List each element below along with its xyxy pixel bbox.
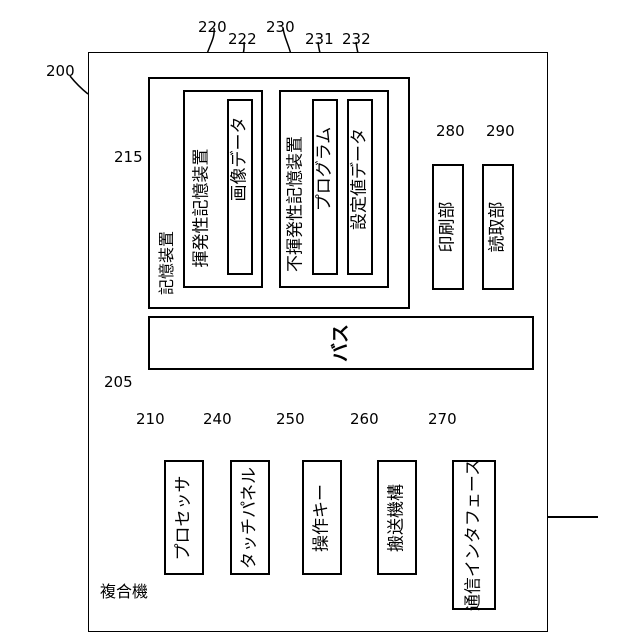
ref-250: 250 (276, 412, 305, 427)
bus-label: バス (332, 324, 351, 362)
transport-label: 搬送機構 (389, 484, 406, 552)
reader-label: 読取部 (490, 202, 507, 253)
operation-keys-box: 操作キー (302, 460, 342, 575)
touch-panel-box: タッチパネル (230, 460, 270, 575)
ref-270: 270 (428, 412, 457, 427)
printer-box: 印刷部 (432, 164, 464, 290)
printer-label: 印刷部 (440, 202, 457, 253)
ref-260: 260 (350, 412, 379, 427)
processor-box: プロセッサ (164, 460, 204, 575)
transport-box: 搬送機構 (377, 460, 417, 575)
operation-keys-label: 操作キー (314, 484, 331, 552)
ref-230: 230 (266, 20, 295, 35)
ref-220: 220 (198, 20, 227, 35)
settings-data-box: 設定値データ (347, 99, 373, 275)
comm-interface-label: 通信インタフェース (466, 459, 483, 611)
processor-label: プロセッサ (176, 475, 193, 560)
ref-200: 200 (46, 64, 75, 79)
ref-232: 232 (342, 32, 371, 47)
ref-240: 240 (203, 412, 232, 427)
ref-231: 231 (305, 32, 334, 47)
nonvolatile-label: 不揮発性記憶装置 (285, 124, 307, 284)
ref-222: 222 (228, 32, 257, 47)
image-data-label: 画像データ (229, 101, 251, 277)
reader-box: 読取部 (482, 164, 514, 290)
mfp-label: 複合機 (100, 578, 148, 602)
ref-205: 205 (104, 375, 133, 390)
ref-280: 280 (436, 124, 465, 139)
ref-215: 215 (114, 150, 143, 165)
program-label: プログラム (314, 101, 336, 277)
settings-data-label: 設定値データ (349, 101, 371, 277)
ref-290: 290 (486, 124, 515, 139)
program-box: プログラム (312, 99, 338, 275)
image-data-box: 画像データ (227, 99, 253, 275)
bus-box: バス (148, 316, 534, 370)
touch-panel-label: タッチパネル (242, 467, 259, 569)
comm-interface-box: 通信インタフェース (452, 460, 496, 610)
volatile-label: 揮発性記憶装置 (191, 134, 213, 282)
ref-210: 210 (136, 412, 165, 427)
storage-label: 記憶装置 (156, 227, 178, 299)
